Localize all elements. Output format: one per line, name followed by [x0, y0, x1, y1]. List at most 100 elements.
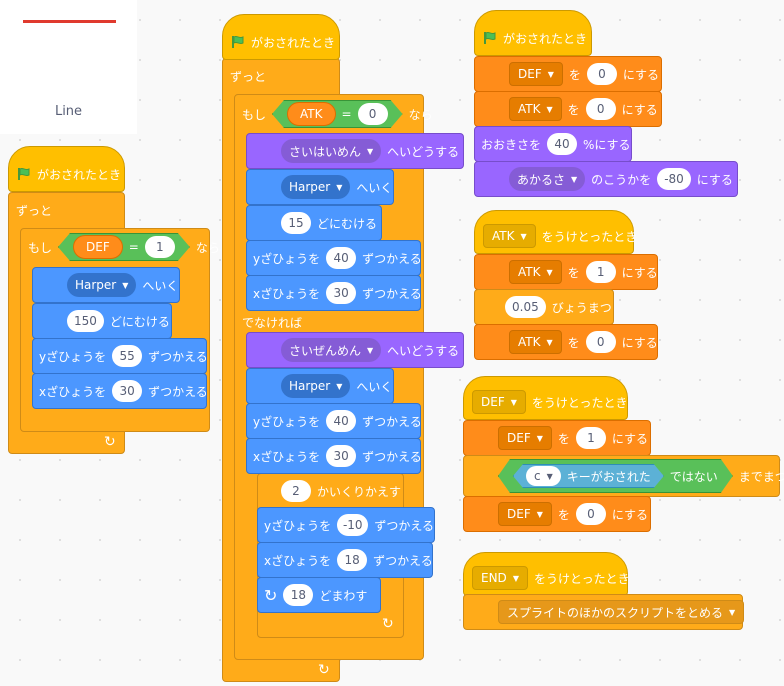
message-dropdown[interactable]: ATK▼ — [483, 224, 536, 248]
point-towards-target: Harper — [289, 379, 331, 393]
point-towards-target-dropdown[interactable]: Harper▼ — [67, 273, 137, 297]
stop-option-dropdown[interactable]: スプライトのほかのスクリプトをとめる▼ — [498, 600, 745, 624]
equals-value-input[interactable]: 1 — [145, 236, 175, 258]
set-value-input[interactable]: 0 — [586, 63, 617, 85]
size-input[interactable]: 40 — [547, 133, 578, 155]
wait-block[interactable]: 0.05 びょうまつ — [474, 289, 614, 325]
change-y-input[interactable]: 40 — [326, 410, 357, 432]
equals-operator[interactable]: DEF = 1 — [58, 233, 190, 261]
equals-value-input[interactable]: 0 — [358, 103, 388, 125]
turn-degrees-input[interactable]: 18 — [283, 584, 314, 606]
when-flag-clicked-hat[interactable]: がおされたとき — [8, 146, 125, 192]
variable-dropdown[interactable]: ATK▼ — [509, 330, 562, 354]
point-towards-block[interactable]: Harper▼ へいく — [246, 368, 394, 404]
variable-dropdown[interactable]: DEF▼ — [498, 426, 552, 450]
variable-dropdown[interactable]: ATK▼ — [509, 97, 562, 121]
change-y-block[interactable]: yざひょうを 40 ずつかえる — [246, 403, 422, 439]
change-x-input[interactable]: 30 — [326, 282, 357, 304]
equals-operator[interactable]: ATK = 0 — [272, 100, 403, 128]
change-y-input[interactable]: 40 — [326, 247, 357, 269]
when-receive-hat[interactable]: ATK▼ をうけとったとき — [474, 210, 637, 254]
change-y-block[interactable]: yざひょうを 40 ずつかえる — [246, 240, 422, 276]
point-towards-block[interactable]: Harper▼ へいく — [246, 169, 394, 205]
set-value-input[interactable]: 0 — [585, 98, 616, 120]
else-row: でなければ — [234, 312, 302, 332]
go-layer-block[interactable]: さいぜんめん▼ へいどうする — [246, 332, 464, 368]
set-variable-block[interactable]: ATK▼ を 0 にする — [474, 324, 658, 360]
variable-dropdown[interactable]: ATK▼ — [509, 260, 562, 284]
when-flag-clicked-hat[interactable]: がおされたとき — [474, 10, 592, 56]
when-receive-hat[interactable]: END▼ をうけとったとき — [463, 552, 630, 596]
go-layer-block[interactable]: さいはいめん▼ へいどうする — [246, 133, 464, 169]
key-dropdown[interactable]: c▼ — [526, 466, 561, 486]
repeat-count-input[interactable]: 2 — [281, 480, 311, 502]
loop-arrow-icon: ↻ — [382, 616, 394, 632]
effect-value-input[interactable]: -80 — [657, 168, 691, 190]
set-size-block[interactable]: おおきさを 40 %にする — [474, 126, 632, 162]
point-towards-target-dropdown[interactable]: Harper▼ — [281, 374, 351, 398]
key-name: c — [534, 469, 541, 483]
layer-dropdown[interactable]: さいぜんめん▼ — [281, 338, 382, 362]
set-suffix: にする — [611, 507, 649, 522]
change-x-block[interactable]: xざひょうを 30 ずつかえる — [32, 373, 208, 409]
atk-variable-reporter[interactable]: ATK — [287, 102, 335, 126]
loop-arrow-icon: ↻ — [104, 434, 116, 450]
layer-option: さいはいめん — [289, 144, 362, 159]
set-variable-block[interactable]: DEF▼ を 0 にする — [463, 496, 651, 532]
change-y-input[interactable]: 55 — [112, 345, 143, 367]
stop-block[interactable]: スプライトのほかのスクリプトをとめる▼ — [463, 594, 745, 630]
when-flag-clicked-hat[interactable]: がおされたとき — [222, 14, 340, 60]
point-direction-block[interactable]: 150 どにむける — [32, 303, 172, 339]
chevron-down-icon: ▼ — [546, 337, 553, 347]
not-operator[interactable]: c▼ キーがおされた ではない — [498, 459, 733, 493]
wait-seconds-input[interactable]: 0.05 — [505, 296, 546, 318]
costume-line-preview — [23, 20, 116, 23]
change-effect-block[interactable]: あかるさ▼ のこうかを -80 にする — [474, 161, 738, 197]
point-direction-block[interactable]: 15 どにむける — [246, 205, 382, 241]
effect-suffix: にする — [696, 172, 733, 187]
effect-dropdown[interactable]: あかるさ▼ — [509, 167, 586, 191]
change-x-block[interactable]: xざひょうを 30 ずつかえる — [246, 275, 422, 311]
direction-input[interactable]: 150 — [67, 310, 104, 332]
wait-until-block[interactable]: c▼ キーがおされた ではない までまつ — [463, 455, 784, 497]
set-variable-block[interactable]: ATK▼ を 1 にする — [474, 254, 658, 290]
message-dropdown[interactable]: DEF▼ — [472, 390, 526, 414]
chevron-down-icon: ▼ — [546, 267, 553, 277]
direction-input[interactable]: 15 — [281, 212, 311, 234]
point-towards-target-dropdown[interactable]: Harper▼ — [281, 175, 351, 199]
set-variable-block[interactable]: ATK▼ を 0 にする — [474, 91, 662, 127]
set-value-input[interactable]: 1 — [575, 427, 606, 449]
change-x-input[interactable]: 30 — [326, 445, 357, 467]
change-x-input[interactable]: 18 — [337, 549, 368, 571]
change-y-block[interactable]: yざひょうを -10 ずつかえる — [257, 507, 435, 543]
change-y-input[interactable]: -10 — [337, 514, 369, 536]
effect-label: のこうかを — [591, 172, 652, 187]
costume-card[interactable]: Line — [0, 0, 137, 134]
change-x-suffix: ずつかえる — [148, 384, 208, 399]
change-y-block[interactable]: yざひょうを 55 ずつかえる — [32, 338, 208, 374]
message-dropdown[interactable]: END▼ — [472, 566, 528, 590]
variable-dropdown[interactable]: DEF▼ — [509, 62, 563, 86]
change-x-input[interactable]: 30 — [112, 380, 143, 402]
key-pressed-sensor[interactable]: c▼ キーがおされた — [513, 464, 664, 488]
set-suffix: にする — [622, 67, 660, 82]
change-x-block[interactable]: xざひょうを 30 ずつかえる — [246, 438, 422, 474]
set-value-input[interactable]: 1 — [585, 261, 616, 283]
set-size-label: おおきさを — [481, 137, 542, 152]
set-value-input[interactable]: 0 — [575, 503, 606, 525]
def-variable-reporter[interactable]: DEF — [73, 235, 123, 259]
chevron-down-icon: ▼ — [546, 104, 553, 114]
turn-right-block[interactable]: ↻ 18 どまわす — [257, 577, 381, 613]
change-x-block[interactable]: xざひょうを 18 ずつかえる — [257, 542, 433, 578]
when-flag-label: がおされたとき — [37, 167, 122, 182]
forever-label: ずっと — [16, 203, 53, 218]
set-value-input[interactable]: 0 — [585, 331, 616, 353]
set-variable-block[interactable]: DEF▼ を 0 にする — [474, 56, 662, 92]
set-variable-block[interactable]: DEF▼ を 1 にする — [463, 420, 651, 456]
variable-dropdown[interactable]: DEF▼ — [498, 502, 552, 526]
layer-dropdown[interactable]: さいはいめん▼ — [281, 139, 382, 163]
when-receive-hat[interactable]: DEF▼ をうけとったとき — [463, 376, 628, 420]
point-towards-block[interactable]: Harper▼ へいく — [32, 267, 180, 303]
set-suffix: にする — [621, 102, 658, 117]
set-suffix: にする — [611, 431, 649, 446]
